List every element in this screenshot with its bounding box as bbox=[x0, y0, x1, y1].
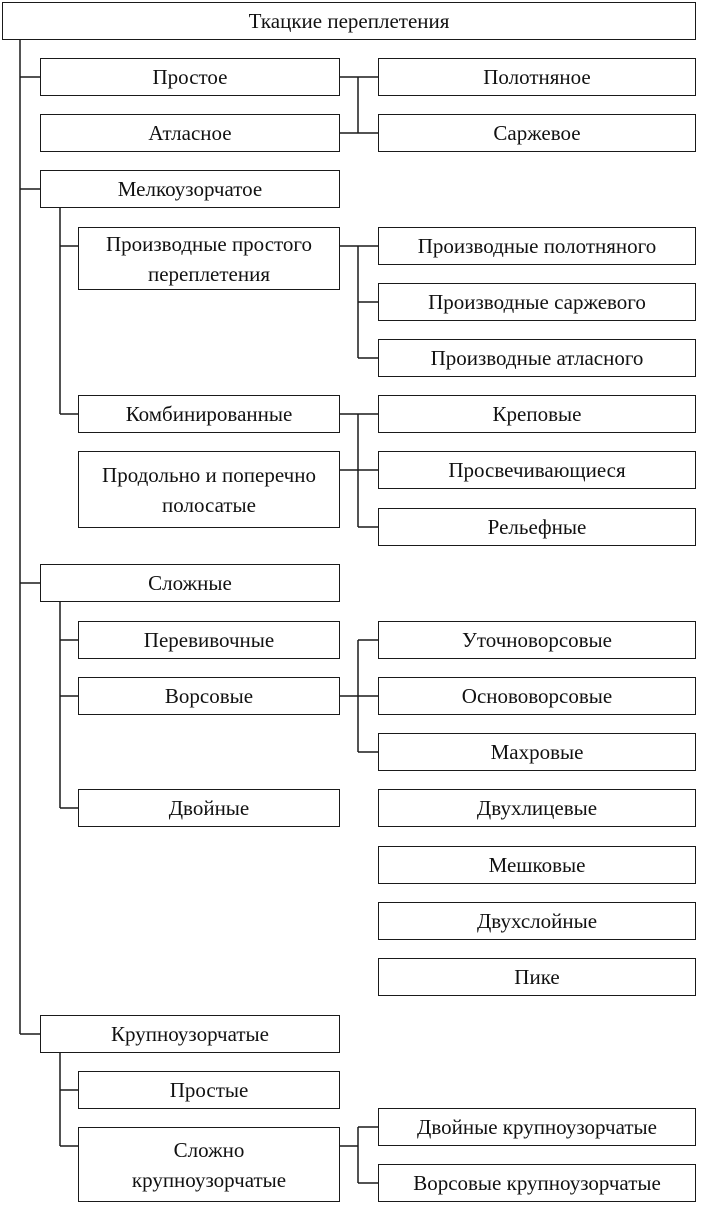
node-complex: Сложные bbox=[40, 564, 340, 602]
node-derivatives-plain: Производные полотняного bbox=[378, 227, 696, 265]
node-pile: Ворсовые bbox=[78, 677, 340, 715]
node-complex-large: Сложно крупноузорчатые bbox=[78, 1127, 340, 1202]
diagram-title: Ткацкие переплетения bbox=[2, 2, 696, 40]
node-leno: Перевивочные bbox=[78, 621, 340, 659]
node-crepe: Креповые bbox=[378, 395, 696, 433]
node-double-large: Двойные крупноузорчатые bbox=[378, 1108, 696, 1146]
node-two-face: Двухлицевые bbox=[378, 789, 696, 827]
node-large-pattern: Крупноузорчатые bbox=[40, 1015, 340, 1053]
node-small-pattern: Мелкоузорчатое bbox=[40, 170, 340, 208]
node-pique: Пике bbox=[378, 958, 696, 996]
node-plain: Полотняное bbox=[378, 58, 696, 96]
node-two-layer: Двухслойные bbox=[378, 902, 696, 940]
node-derivatives-simple: Производные простого переплетения bbox=[78, 227, 340, 290]
node-striped: Продольно и поперечно полосатые bbox=[78, 451, 340, 528]
node-twill: Саржевое bbox=[378, 114, 696, 152]
node-combined: Комбинированные bbox=[78, 395, 340, 433]
node-translucent: Просвечивающиеся bbox=[378, 451, 696, 489]
node-bag: Мешковые bbox=[378, 846, 696, 884]
node-derivatives-twill: Производные саржевого bbox=[378, 283, 696, 321]
node-simple: Простое bbox=[40, 58, 340, 96]
node-terry: Махровые bbox=[378, 733, 696, 771]
node-satin: Атласное bbox=[40, 114, 340, 152]
node-warp-pile: Основоворсовые bbox=[378, 677, 696, 715]
node-relief: Рельефные bbox=[378, 508, 696, 546]
node-simple-large: Простые bbox=[78, 1071, 340, 1109]
node-derivatives-satin: Производные атласного bbox=[378, 339, 696, 377]
node-pile-large: Ворсовые крупноузорчатые bbox=[378, 1164, 696, 1202]
node-double: Двойные bbox=[78, 789, 340, 827]
node-weft-pile: Уточноворсовые bbox=[378, 621, 696, 659]
